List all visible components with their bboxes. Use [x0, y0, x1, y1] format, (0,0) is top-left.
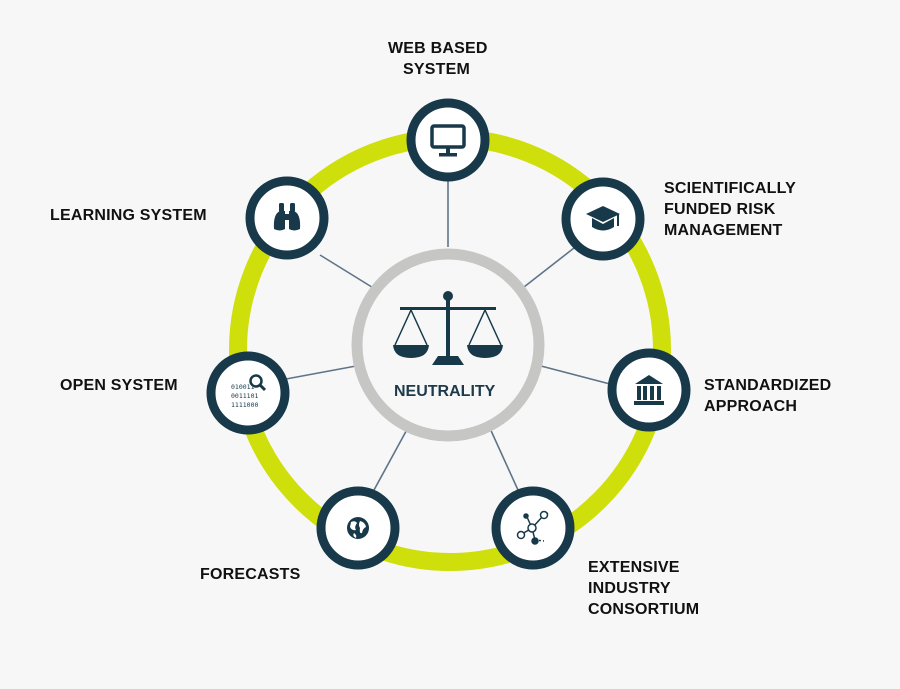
label-line: STANDARDIZED [704, 377, 832, 394]
binary-line-2: 0011101 [231, 392, 258, 400]
label-line: CONSORTIUM [588, 601, 700, 618]
node-scientifically-funded-risk-management[interactable] [561, 177, 645, 261]
binary-line-1: 010011 [231, 383, 255, 391]
spoke-ext [487, 423, 519, 491]
magnifier-handle [258, 383, 267, 392]
spoke-sci [523, 247, 575, 288]
magnifier-lens [249, 374, 263, 388]
spokes [285, 178, 611, 491]
label-extensive-industry-consortium: EXTENSIVE INDUSTRY CONSORTIUM [588, 557, 699, 620]
scales-of-justice-icon [393, 291, 503, 365]
label-line: LEARNING SYSTEM [50, 207, 207, 224]
label-open-system: OPEN SYSTEM [60, 375, 178, 396]
binary-line-3: 1111000 [231, 401, 258, 409]
node-open-system[interactable]: 010011 0011101 1111000 [206, 351, 290, 435]
label-scientifically-funded-risk-management: SCIENTIFICALLY FUNDED RISK MANAGEMENT [664, 178, 796, 241]
label-line: OPEN SYSTEM [60, 377, 178, 394]
label-line: SCIENTIFICALLY [664, 180, 796, 197]
binoculars-icon [273, 203, 301, 231]
label-line: APPROACH [704, 398, 798, 415]
label-forecasts: FORECASTS [200, 564, 300, 585]
label-line: SYSTEM [403, 61, 470, 78]
node-extensive-industry-consortium[interactable] [491, 486, 575, 570]
monitor-icon [430, 124, 466, 157]
node-forecasts[interactable] [316, 486, 400, 570]
spoke-open [285, 365, 357, 380]
graduation-cap-icon [586, 206, 620, 231]
label-standardized-approach: STANDARDIZED APPROACH [704, 375, 831, 417]
label-learning-system: LEARNING SYSTEM [50, 205, 207, 226]
spoke-std [540, 365, 611, 385]
institution-building-icon [634, 375, 664, 405]
node-learning-system[interactable] [245, 176, 329, 260]
label-line: EXTENSIVE [588, 559, 680, 576]
node-standardized-approach[interactable] [607, 348, 691, 432]
inner-ring [351, 248, 545, 442]
globe-icon [347, 517, 369, 539]
spoke-learn [319, 254, 376, 290]
label-line: WEB BASED [388, 40, 488, 57]
label-line: MANAGEMENT [664, 222, 783, 239]
spoke-fore [373, 423, 411, 491]
label-web-based-system: WEB BASED SYSTEM [388, 38, 488, 80]
network-nodes-icon [516, 510, 549, 545]
label-line: FORECASTS [200, 566, 301, 583]
node-web-based-system[interactable] [406, 98, 490, 182]
binary-search-icon: 010011 0011101 1111000 [231, 374, 267, 409]
center-label-neutrality: NEUTRALITY [394, 383, 496, 400]
label-line: INDUSTRY [588, 580, 671, 597]
label-line: FUNDED RISK [664, 201, 776, 218]
